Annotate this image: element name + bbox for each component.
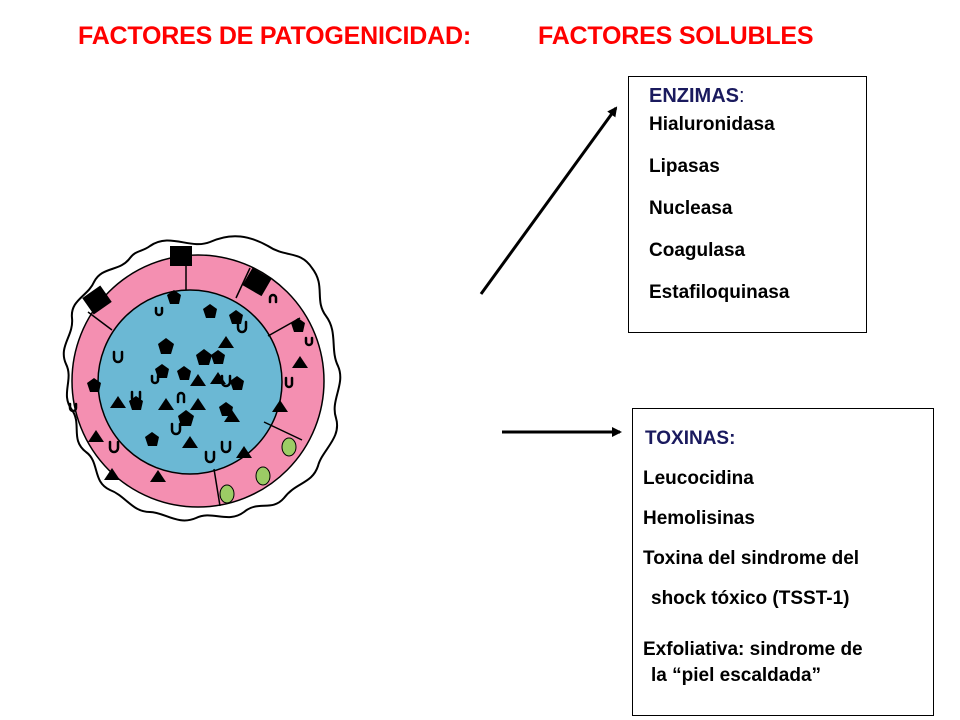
toxins-box: TOXINAS: Leucocidina Hemolisinas Toxina … xyxy=(632,408,934,716)
enzyme-item: Nucleasa xyxy=(649,198,733,219)
toxin-item: Leucocidina xyxy=(643,468,754,489)
enzymes-box: ENZIMAS: Hialuronidasa Lipasas Nucleasa … xyxy=(628,76,867,333)
u-particles xyxy=(68,293,314,464)
title-pathogenicity-factors: FACTORES DE PATOGENICIDAD: xyxy=(78,22,471,50)
surface-beads xyxy=(219,437,297,504)
title-soluble-factors: FACTORES SOLUBLES xyxy=(538,22,814,50)
toxins-heading: TOXINAS: xyxy=(645,428,736,449)
enzyme-item: Lipasas xyxy=(649,156,720,177)
enzymes-heading: ENZIMAS: xyxy=(649,85,745,107)
toxin-item: shock tóxico (TSST-1) xyxy=(651,588,850,609)
triangle-particles xyxy=(88,336,308,482)
toxin-item: Hemolisinas xyxy=(643,508,755,529)
enzyme-item: Coagulasa xyxy=(649,240,746,261)
toxin-item: Exfoliativa: sindrome de xyxy=(643,639,863,660)
enzyme-item: Estafiloquinasa xyxy=(649,282,790,303)
capsule-outline xyxy=(62,235,342,522)
arrow-to-enzymes xyxy=(479,106,618,295)
page-title: FACTORES DE PATOGENICIDAD: FACTORES SOLU… xyxy=(78,22,814,51)
surface-proteins xyxy=(82,246,272,315)
ring-dividers xyxy=(87,255,303,507)
enzyme-item: Hialuronidasa xyxy=(649,114,775,135)
toxin-item: Toxina del sindrome del xyxy=(643,548,860,569)
toxin-item: la “piel escaldada” xyxy=(651,665,822,686)
